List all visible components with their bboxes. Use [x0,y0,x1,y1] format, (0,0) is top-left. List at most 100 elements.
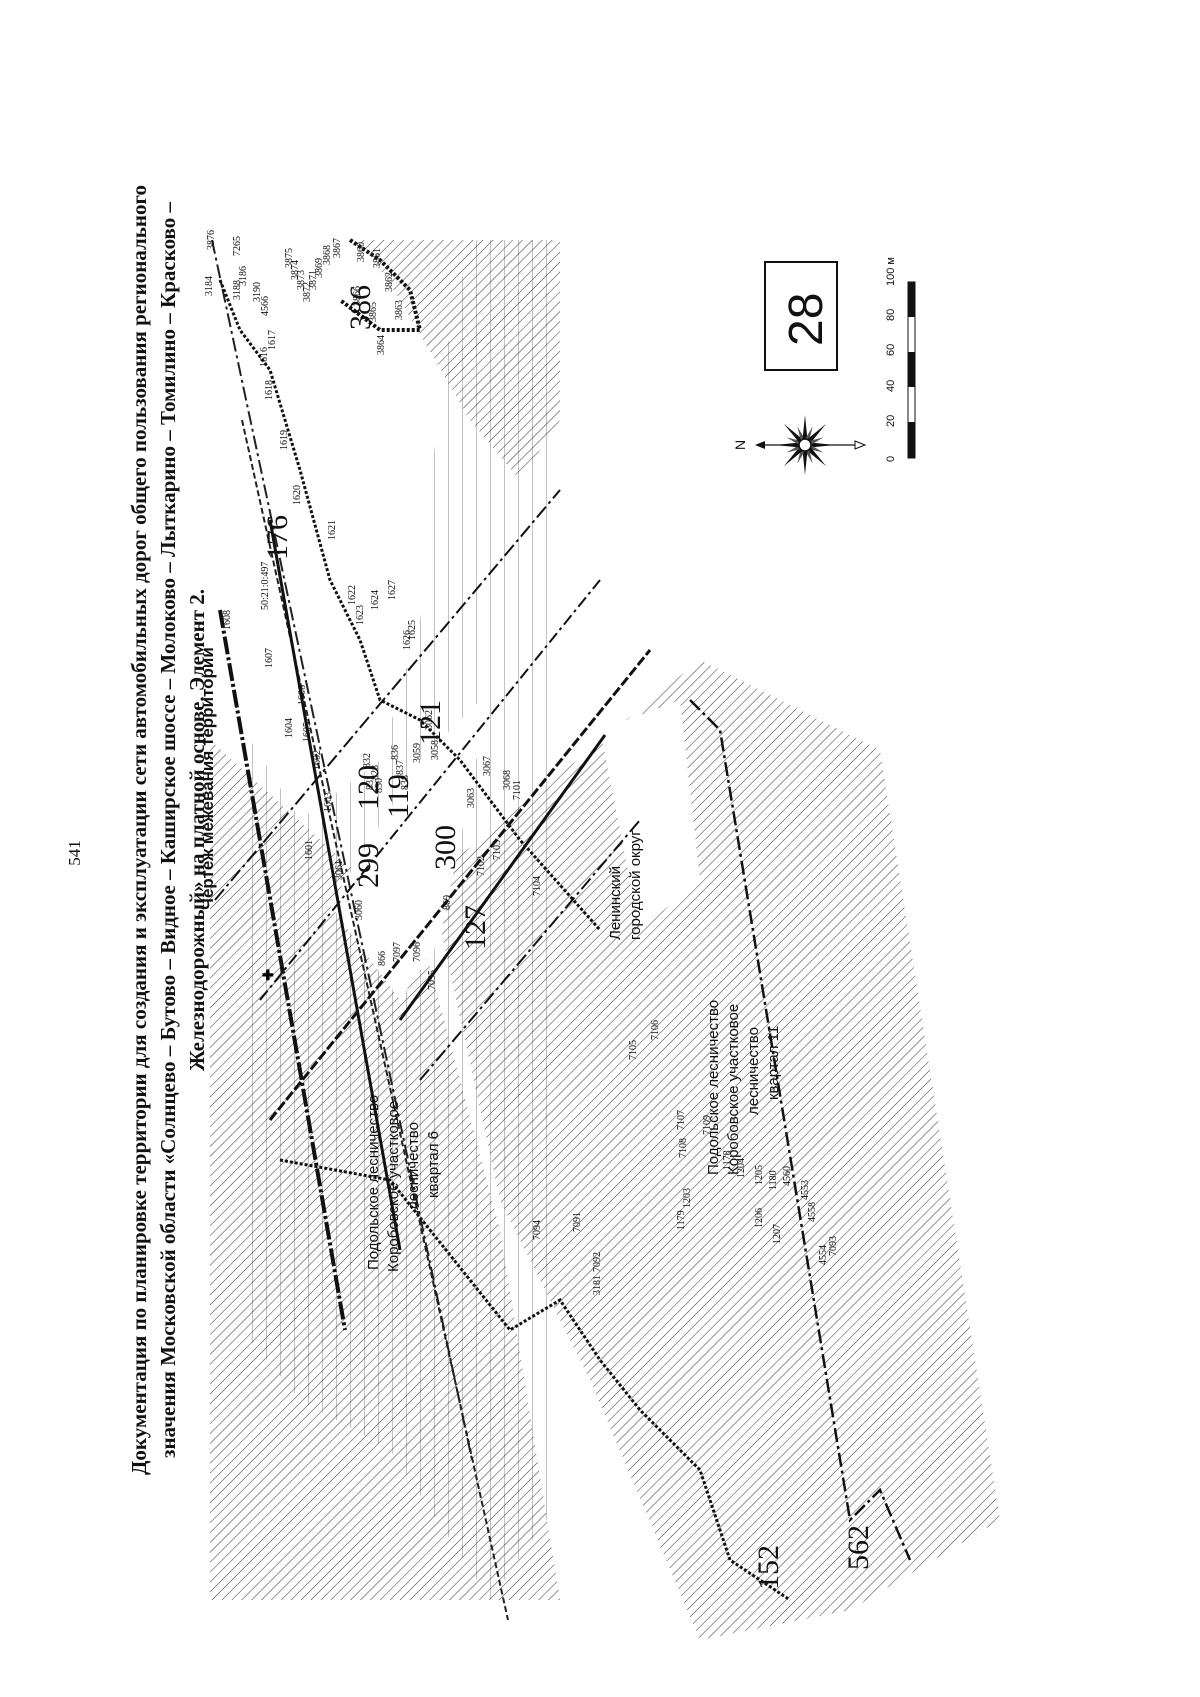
point-label: 4553 [800,1180,811,1200]
point-label: 832 [362,753,373,768]
point-label: 1627 [387,580,398,600]
point-label: 3186 [238,266,249,286]
point-label: 1617 [267,330,278,350]
point-label: 7097 [392,942,403,962]
point-label: 1602 [312,750,323,770]
point-label: 3061 [334,860,345,880]
area-label-1-line1: Подольское лесничество [365,1095,382,1270]
point-label: 3867 [332,238,343,258]
boundary-line-1 [211,239,473,1461]
point-label: 1607 [264,648,275,668]
parcel-127: 127 [459,905,492,950]
point-label: 4558 [807,1202,818,1222]
parcel-386-outline [338,238,423,332]
point-label: 3068 [502,770,513,790]
area-label-2-line3: лесничество [745,1027,762,1115]
point-label: 3860 [356,242,367,262]
point-label: 1620 [292,485,303,505]
point-label: 1623 [355,605,366,625]
red-line-2 [259,579,601,1001]
map-heading: Чертеж межевания территории [198,647,217,910]
area-labels: Подольское лесничество Коробовское участ… [365,830,782,1272]
scale-tick-label: 0 [885,456,897,462]
point-label: 7095 [427,970,438,990]
compass-rose [755,415,867,475]
area-label-1-line4: квартал 6 [425,1131,442,1198]
point-label: 4566 [260,296,271,316]
point-label: 3059 [412,743,423,763]
point-label: 3868 [322,245,333,265]
point-label: 3058 [430,740,441,760]
point-label: 7105 [628,1040,639,1060]
area-label-1-line3: лесничество [405,1122,422,1210]
point-label: 3876 [206,230,217,250]
scale-tick-label: 20 [885,415,897,427]
point-label: 3181 [592,1275,603,1295]
point-label: 7094 [532,1220,543,1240]
point-label: 7093 [828,1236,839,1256]
point-label: 3184 [204,276,215,296]
point-label: 836 [390,745,401,760]
point-label: 4560 [782,1166,793,1186]
district-boundary [689,699,912,1561]
point-label: 3869 [314,258,325,278]
red-line-3 [398,734,607,1021]
point-label: 3190 [252,282,263,302]
point-label: 3063 [466,788,477,808]
area-label-2-line2: Коробовское участковое [725,1004,742,1175]
map-frame [210,240,1000,1640]
red-line-1 [268,649,652,1121]
parcel-562: 562 [842,1525,875,1570]
cross-marker: ✚ [262,969,274,984]
point-label: 1203 [682,1188,693,1208]
district-label-line2: городской округ [627,830,644,940]
parcel-numbers: 176 299 120 119 121 300 127 152 562 386 [261,285,875,1590]
parcel-119: 119 [382,774,415,818]
point-label: 3067 [482,756,493,776]
forest-hatch-east [430,660,1000,1640]
point-label: 3874 [290,260,301,280]
point-label: 7096 [412,942,423,962]
forest-hatch-northeast [360,240,560,480]
parcel-boundary-south [279,1158,791,1602]
point-label: 1601 [304,840,315,860]
district-label-line1: Ленинский [607,866,624,940]
point-label: 7108 [678,1138,689,1158]
point-label: 1618 [264,380,275,400]
point-label: 7106 [650,1020,661,1040]
point-label: 1619 [279,430,290,450]
point-label: 3875 [284,248,295,268]
sheet-number: 28 [780,293,833,346]
point-labels: 1608160750:21:0:497160616051604160216031… [204,230,839,1295]
point-label: 7102 [476,856,487,876]
area-label-1-line2: Коробовское участковое [385,1101,402,1272]
scale-tick-label: 60 [885,344,897,356]
parcel-152: 152 [752,1545,785,1590]
point-label: 7103 [492,840,503,860]
area-label-2-line4: квартал 11 [765,1026,782,1100]
point-label: 1624 [370,590,381,610]
point-label: 3872 [302,282,313,302]
point-label: 3862 [384,272,395,292]
point-label: 1178 [722,1150,733,1170]
point-label: 1616 [259,347,270,367]
point-label: 1608 [222,610,233,630]
red-line-4 [419,819,641,1081]
point-label: 866 [377,951,388,966]
scale-tick-label: 100 м [885,257,897,286]
point-label: 1626 [402,630,413,650]
point-label: 1206 [754,1208,765,1228]
point-label: 1605 [302,722,313,742]
parcel-boundary-north [218,279,602,931]
point-label: 3873 [296,270,307,290]
point-label: 7265 [232,236,243,256]
boundary-line-2 [241,419,509,1621]
point-label: 3865 [368,302,379,322]
point-label: 3863 [394,300,405,320]
point-label: 7109 [702,1115,713,1135]
area-label-2-line1: Подольское лесничество [705,1000,722,1175]
point-label: 3060 [354,900,365,920]
parcel-120: 120 [352,765,385,810]
point-label: 1204 [736,1158,747,1178]
